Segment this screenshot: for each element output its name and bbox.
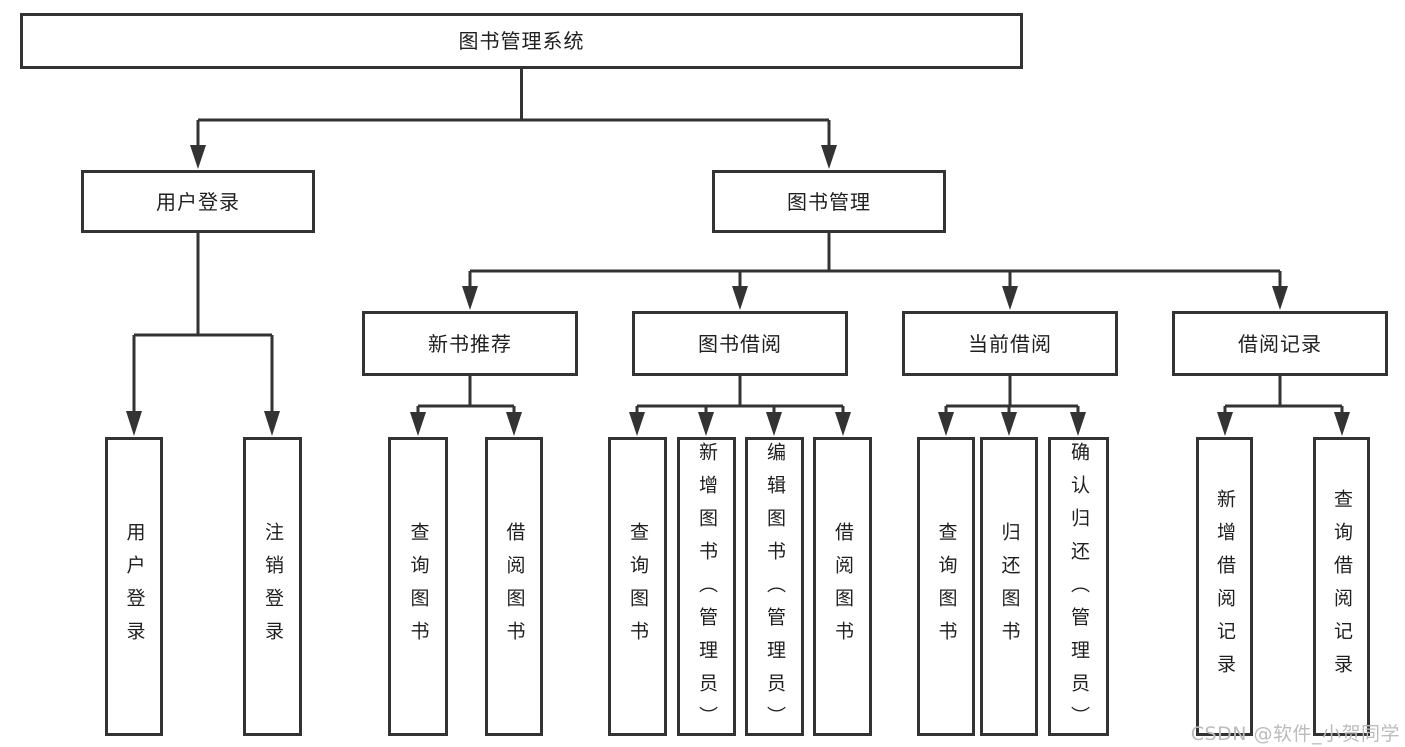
csdn-watermark: CSDN @软件_小贺同学 — [1190, 723, 1400, 745]
node-book-management-system: 图书管理系统 — [20, 13, 1023, 69]
leaf-add-borrow-record: 新增借阅记录 — [1196, 437, 1253, 736]
node-book-borrowing: 图书借阅 — [632, 311, 848, 376]
leaf-add-books-admin: 新增图书（管理员） — [677, 437, 736, 739]
node-user-login: 用户登录 — [81, 170, 315, 233]
leaf-edit-books-admin: 编辑图书（管理员） — [745, 437, 804, 739]
leaf-logout: 注销登录 — [243, 437, 302, 736]
leaf-borrow-books: 借阅图书 — [813, 437, 872, 736]
leaf-query-books-current: 查询图书 — [917, 437, 975, 736]
leaf-query-borrow-record: 查询借阅记录 — [1313, 437, 1370, 736]
leaf-borrow-books-recommend: 借阅图书 — [485, 437, 543, 736]
node-book-management: 图书管理 — [712, 170, 946, 233]
leaf-confirm-return-admin: 确认归还（管理员） — [1048, 437, 1109, 739]
leaf-query-books-borrowing: 查询图书 — [608, 437, 667, 736]
node-borrowing-records: 借阅记录 — [1172, 311, 1388, 376]
node-current-borrowing: 当前借阅 — [902, 311, 1118, 376]
leaf-return-books: 归还图书 — [980, 437, 1038, 736]
node-new-book-recommendation: 新书推荐 — [362, 311, 578, 376]
leaf-query-books-recommend: 查询图书 — [388, 437, 448, 736]
leaf-user-login: 用户登录 — [105, 437, 163, 736]
